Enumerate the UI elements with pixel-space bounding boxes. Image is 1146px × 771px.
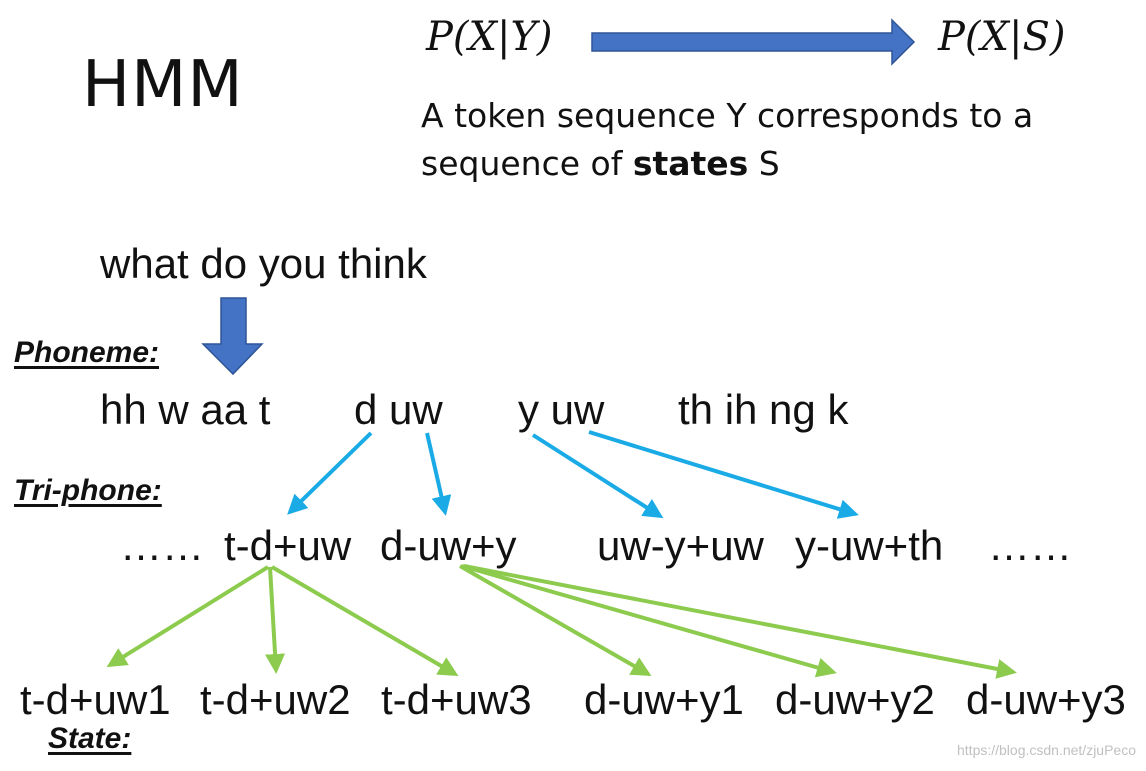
triphone-t-d-uw: t-d+uw [224,522,352,569]
down-arrow-icon [201,297,264,376]
arrow-t-d-uw-to-state3 [270,565,459,677]
label-phoneme: Phoneme: [14,336,160,369]
description: A token sequence Y corresponds to a sequ… [421,92,1033,188]
page-title: HMM [82,48,244,122]
arrow-t-d-uw-to-state1 [106,565,270,668]
state-t-d-uw2: t-d+uw2 [200,676,351,723]
triphone-y-uw-th: y-uw+th [795,522,944,569]
triphone-uw-y-uw: uw-y+uw [597,522,764,569]
watermark: https://blog.csdn.net/zjuPeco [957,742,1136,758]
description-line-2-pre: sequence of [421,144,633,183]
right-arrow-icon [591,18,916,66]
state-d-uw-y1: d-uw+y1 [584,676,744,723]
arrow-uw-to-y-uw-th [588,430,859,519]
formula-p-x-given-s: P(X|S) [938,14,1066,60]
sentence-text: what do you think [100,240,427,287]
arrow-t-d-uw-to-state2 [265,566,286,674]
arrow-d-uw-y-to-state1 [459,564,652,676]
triphone-ellipsis-right: …… [988,522,1072,569]
triphone-d-uw-y: d-uw+y [380,522,517,569]
description-line-2-post: S [748,144,780,183]
arrow-uw-to-d-uw-y [425,432,452,516]
phoneme-what: hh w aa t [100,386,271,433]
phoneme-think: th ih ng k [678,386,849,433]
phoneme-do: d uw [354,386,443,433]
description-line-1: A token sequence Y corresponds to a [421,96,1034,135]
state-t-d-uw3: t-d+uw3 [381,676,532,723]
arrow-y-to-uw-y-uw [531,433,664,519]
label-state: State: [48,722,132,755]
state-t-d-uw1: t-d+uw1 [20,676,171,723]
state-d-uw-y3: d-uw+y3 [966,676,1126,723]
description-bold-states: states [632,144,749,183]
phoneme-you: y uw [518,386,605,433]
arrow-d-uw-y-to-state2 [461,564,837,678]
triphone-ellipsis-left: …… [120,522,204,569]
arrow-d-to-t-d-uw [287,431,373,515]
formula-p-x-given-y: P(X|Y) [426,14,553,60]
state-d-uw-y2: d-uw+y2 [775,676,935,723]
label-triphone: Tri-phone: [14,474,162,507]
description-line-2: sequence of states S [421,140,1033,188]
arrow-d-uw-y-to-state3 [463,564,1017,679]
